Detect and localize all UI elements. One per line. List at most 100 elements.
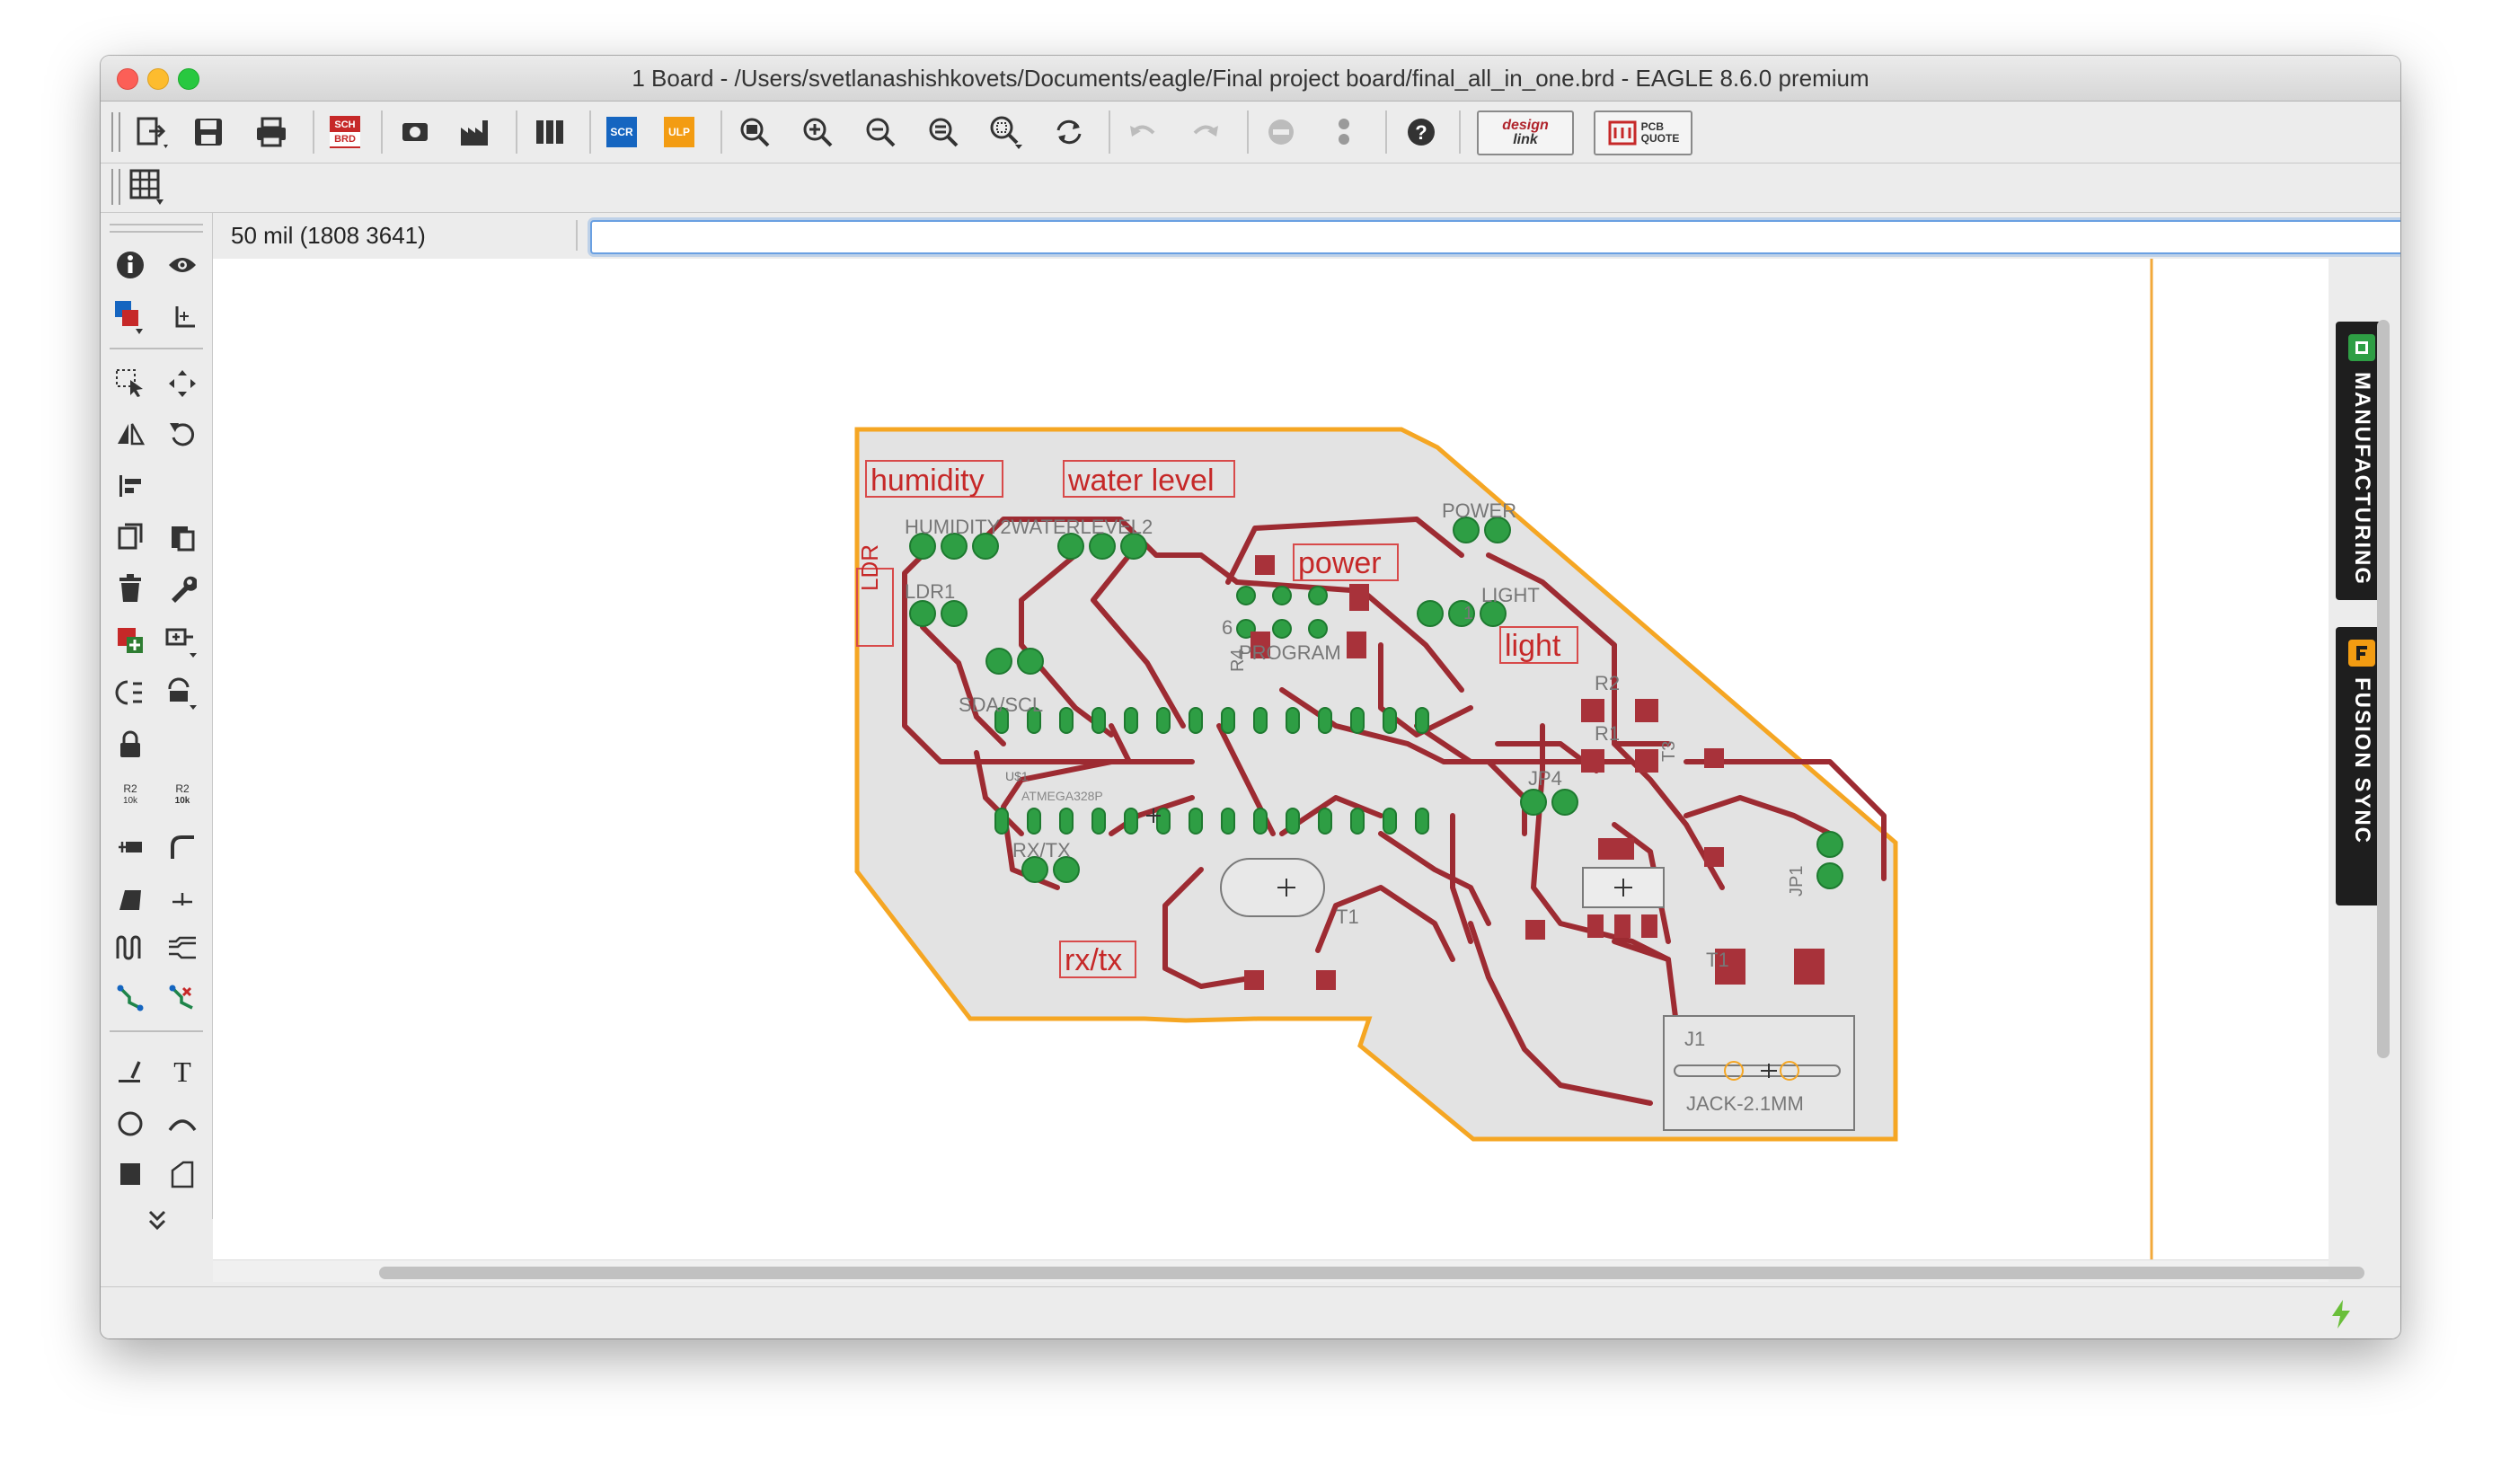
wire-icon[interactable] bbox=[108, 1050, 153, 1093]
polygon-icon[interactable] bbox=[160, 1153, 205, 1196]
board-label-power[interactable]: power bbox=[1298, 546, 1382, 580]
name-tool-top-label: R2 bbox=[123, 782, 137, 795]
mark-origin-icon[interactable] bbox=[160, 296, 205, 339]
route-differential-icon[interactable] bbox=[160, 926, 205, 969]
lock-icon[interactable] bbox=[108, 723, 153, 766]
ripup-icon[interactable] bbox=[160, 976, 205, 1020]
zoom-last-icon[interactable] bbox=[922, 112, 965, 152]
pcb-quote-top-label: PCB bbox=[1640, 120, 1664, 133]
3d-view-icon[interactable] bbox=[393, 112, 437, 152]
board-outline[interactable] bbox=[854, 427, 1898, 1142]
save-icon[interactable] bbox=[187, 112, 230, 152]
zoom-out-icon[interactable] bbox=[859, 112, 902, 152]
text-tool-button[interactable]: T bbox=[160, 1050, 205, 1093]
script-icon[interactable]: SCR bbox=[600, 112, 643, 152]
silk-ic-ref: U$1 bbox=[1005, 769, 1029, 783]
silk-rxtx: RX/TX bbox=[1012, 839, 1071, 861]
print-icon[interactable] bbox=[250, 112, 293, 152]
zoom-select-icon[interactable] bbox=[985, 112, 1028, 152]
go-icon[interactable] bbox=[1322, 112, 1365, 152]
board-label-ldr[interactable]: LDR bbox=[856, 543, 883, 591]
lightning-icon[interactable] bbox=[2329, 1298, 2354, 1335]
toolbar-grip[interactable] bbox=[111, 112, 120, 152]
sch-label: SCH bbox=[334, 119, 356, 130]
help-icon[interactable]: ? bbox=[1400, 112, 1443, 152]
name-tool-bottom-label: 10k bbox=[122, 796, 138, 806]
change-icon[interactable] bbox=[160, 671, 205, 714]
silk-t3: T3 bbox=[1659, 740, 1679, 762]
board-label-light[interactable]: light bbox=[1505, 629, 1561, 663]
zoom-in-icon[interactable] bbox=[796, 112, 839, 152]
redo-icon[interactable] bbox=[1184, 112, 1227, 152]
silk-program: PROGRAM bbox=[1239, 641, 1341, 664]
coordinate-readout: 50 mil (1808 3641) bbox=[231, 222, 426, 249]
sch-brd-switch-icon[interactable]: SCH BRD bbox=[323, 112, 367, 152]
paste-icon[interactable] bbox=[160, 515, 205, 558]
board-label-water-level[interactable]: water level bbox=[1068, 464, 1215, 498]
board-label-humidity[interactable]: humidity bbox=[870, 464, 985, 498]
split-icon[interactable] bbox=[108, 878, 153, 921]
undo-icon[interactable] bbox=[1121, 112, 1164, 152]
silk-t1-crystal: T1 bbox=[1336, 905, 1359, 928]
cam-processor-icon[interactable] bbox=[453, 112, 496, 152]
rotate-icon[interactable] bbox=[160, 412, 205, 455]
vertical-scrollbar[interactable] bbox=[2377, 320, 2390, 1058]
toolbar-grip[interactable] bbox=[111, 169, 120, 205]
text-tool-label: T bbox=[173, 1055, 191, 1088]
pcb-quote-button[interactable]: PCB QUOTE bbox=[1594, 110, 1692, 155]
library-icon[interactable] bbox=[528, 112, 571, 152]
pcb-board-drawing[interactable] bbox=[213, 259, 2329, 1270]
select-group-icon[interactable] bbox=[108, 362, 153, 405]
miter-icon[interactable] bbox=[160, 826, 205, 869]
close-window-button[interactable] bbox=[117, 68, 138, 90]
palette-grip[interactable] bbox=[110, 224, 203, 225]
more-tools-chevron-icon[interactable] bbox=[135, 1199, 180, 1242]
svg-text:?: ? bbox=[1415, 121, 1427, 144]
move-icon[interactable] bbox=[160, 362, 205, 405]
command-input[interactable] bbox=[590, 220, 2400, 254]
palette-grip[interactable] bbox=[110, 231, 203, 233]
smash-icon[interactable] bbox=[108, 826, 153, 869]
silk-humidity2-waterlevel2: HUMIDITY2WATERLEVEL2 bbox=[905, 516, 1153, 538]
horizontal-scrollbar[interactable] bbox=[379, 1267, 2364, 1279]
silk-ic-value: ATMEGA328P bbox=[1021, 789, 1103, 803]
board-canvas[interactable]: humidity water level power light rx/tx L… bbox=[213, 259, 2329, 1270]
info-icon[interactable] bbox=[108, 243, 153, 287]
zoom-to-fit-icon[interactable] bbox=[733, 112, 776, 152]
show-eye-icon[interactable] bbox=[160, 243, 205, 287]
copy-icon[interactable] bbox=[108, 515, 153, 558]
open-icon[interactable] bbox=[129, 112, 172, 152]
toolbar-separator bbox=[720, 110, 722, 154]
main-toolbar: SCH BRD SCR ULP bbox=[101, 102, 2400, 163]
circle-icon[interactable] bbox=[108, 1102, 153, 1145]
title-bar[interactable]: 1 Board - /Users/svetlanashishkovets/Doc… bbox=[101, 56, 2400, 102]
align-icon[interactable] bbox=[108, 464, 153, 508]
meander-icon[interactable] bbox=[108, 926, 153, 969]
route-icon[interactable] bbox=[108, 976, 153, 1020]
minimize-window-button[interactable] bbox=[147, 68, 169, 90]
swap-icon[interactable] bbox=[108, 671, 153, 714]
silk-light-pin1: 1 bbox=[1463, 604, 1474, 623]
wrench-icon[interactable] bbox=[160, 567, 205, 610]
delete-icon[interactable] bbox=[108, 567, 153, 610]
toolbar-separator bbox=[1385, 110, 1387, 154]
grid-toolbar bbox=[101, 163, 2400, 213]
maximize-window-button[interactable] bbox=[178, 68, 199, 90]
board-label-rxtx[interactable]: rx/tx bbox=[1065, 943, 1123, 977]
grid-icon[interactable] bbox=[126, 167, 169, 207]
design-link-button[interactable]: design link bbox=[1477, 110, 1574, 155]
layer-settings-icon[interactable] bbox=[108, 296, 153, 339]
name-tool-button[interactable]: R2 10k bbox=[108, 773, 153, 817]
arc-icon[interactable] bbox=[160, 1102, 205, 1145]
value-tool-button[interactable]: R2 10k bbox=[160, 773, 205, 817]
stop-icon[interactable] bbox=[1259, 112, 1303, 152]
mirror-icon[interactable] bbox=[108, 412, 153, 455]
redraw-icon[interactable] bbox=[1047, 112, 1091, 152]
add-part-icon[interactable] bbox=[108, 619, 153, 662]
ulp-icon[interactable]: ULP bbox=[658, 112, 701, 152]
humidity-label-box bbox=[865, 460, 1003, 498]
label-box-group bbox=[856, 460, 1578, 978]
replace-part-icon[interactable] bbox=[160, 619, 205, 662]
optimize-icon[interactable] bbox=[160, 878, 205, 921]
rectangle-icon[interactable] bbox=[108, 1153, 153, 1196]
